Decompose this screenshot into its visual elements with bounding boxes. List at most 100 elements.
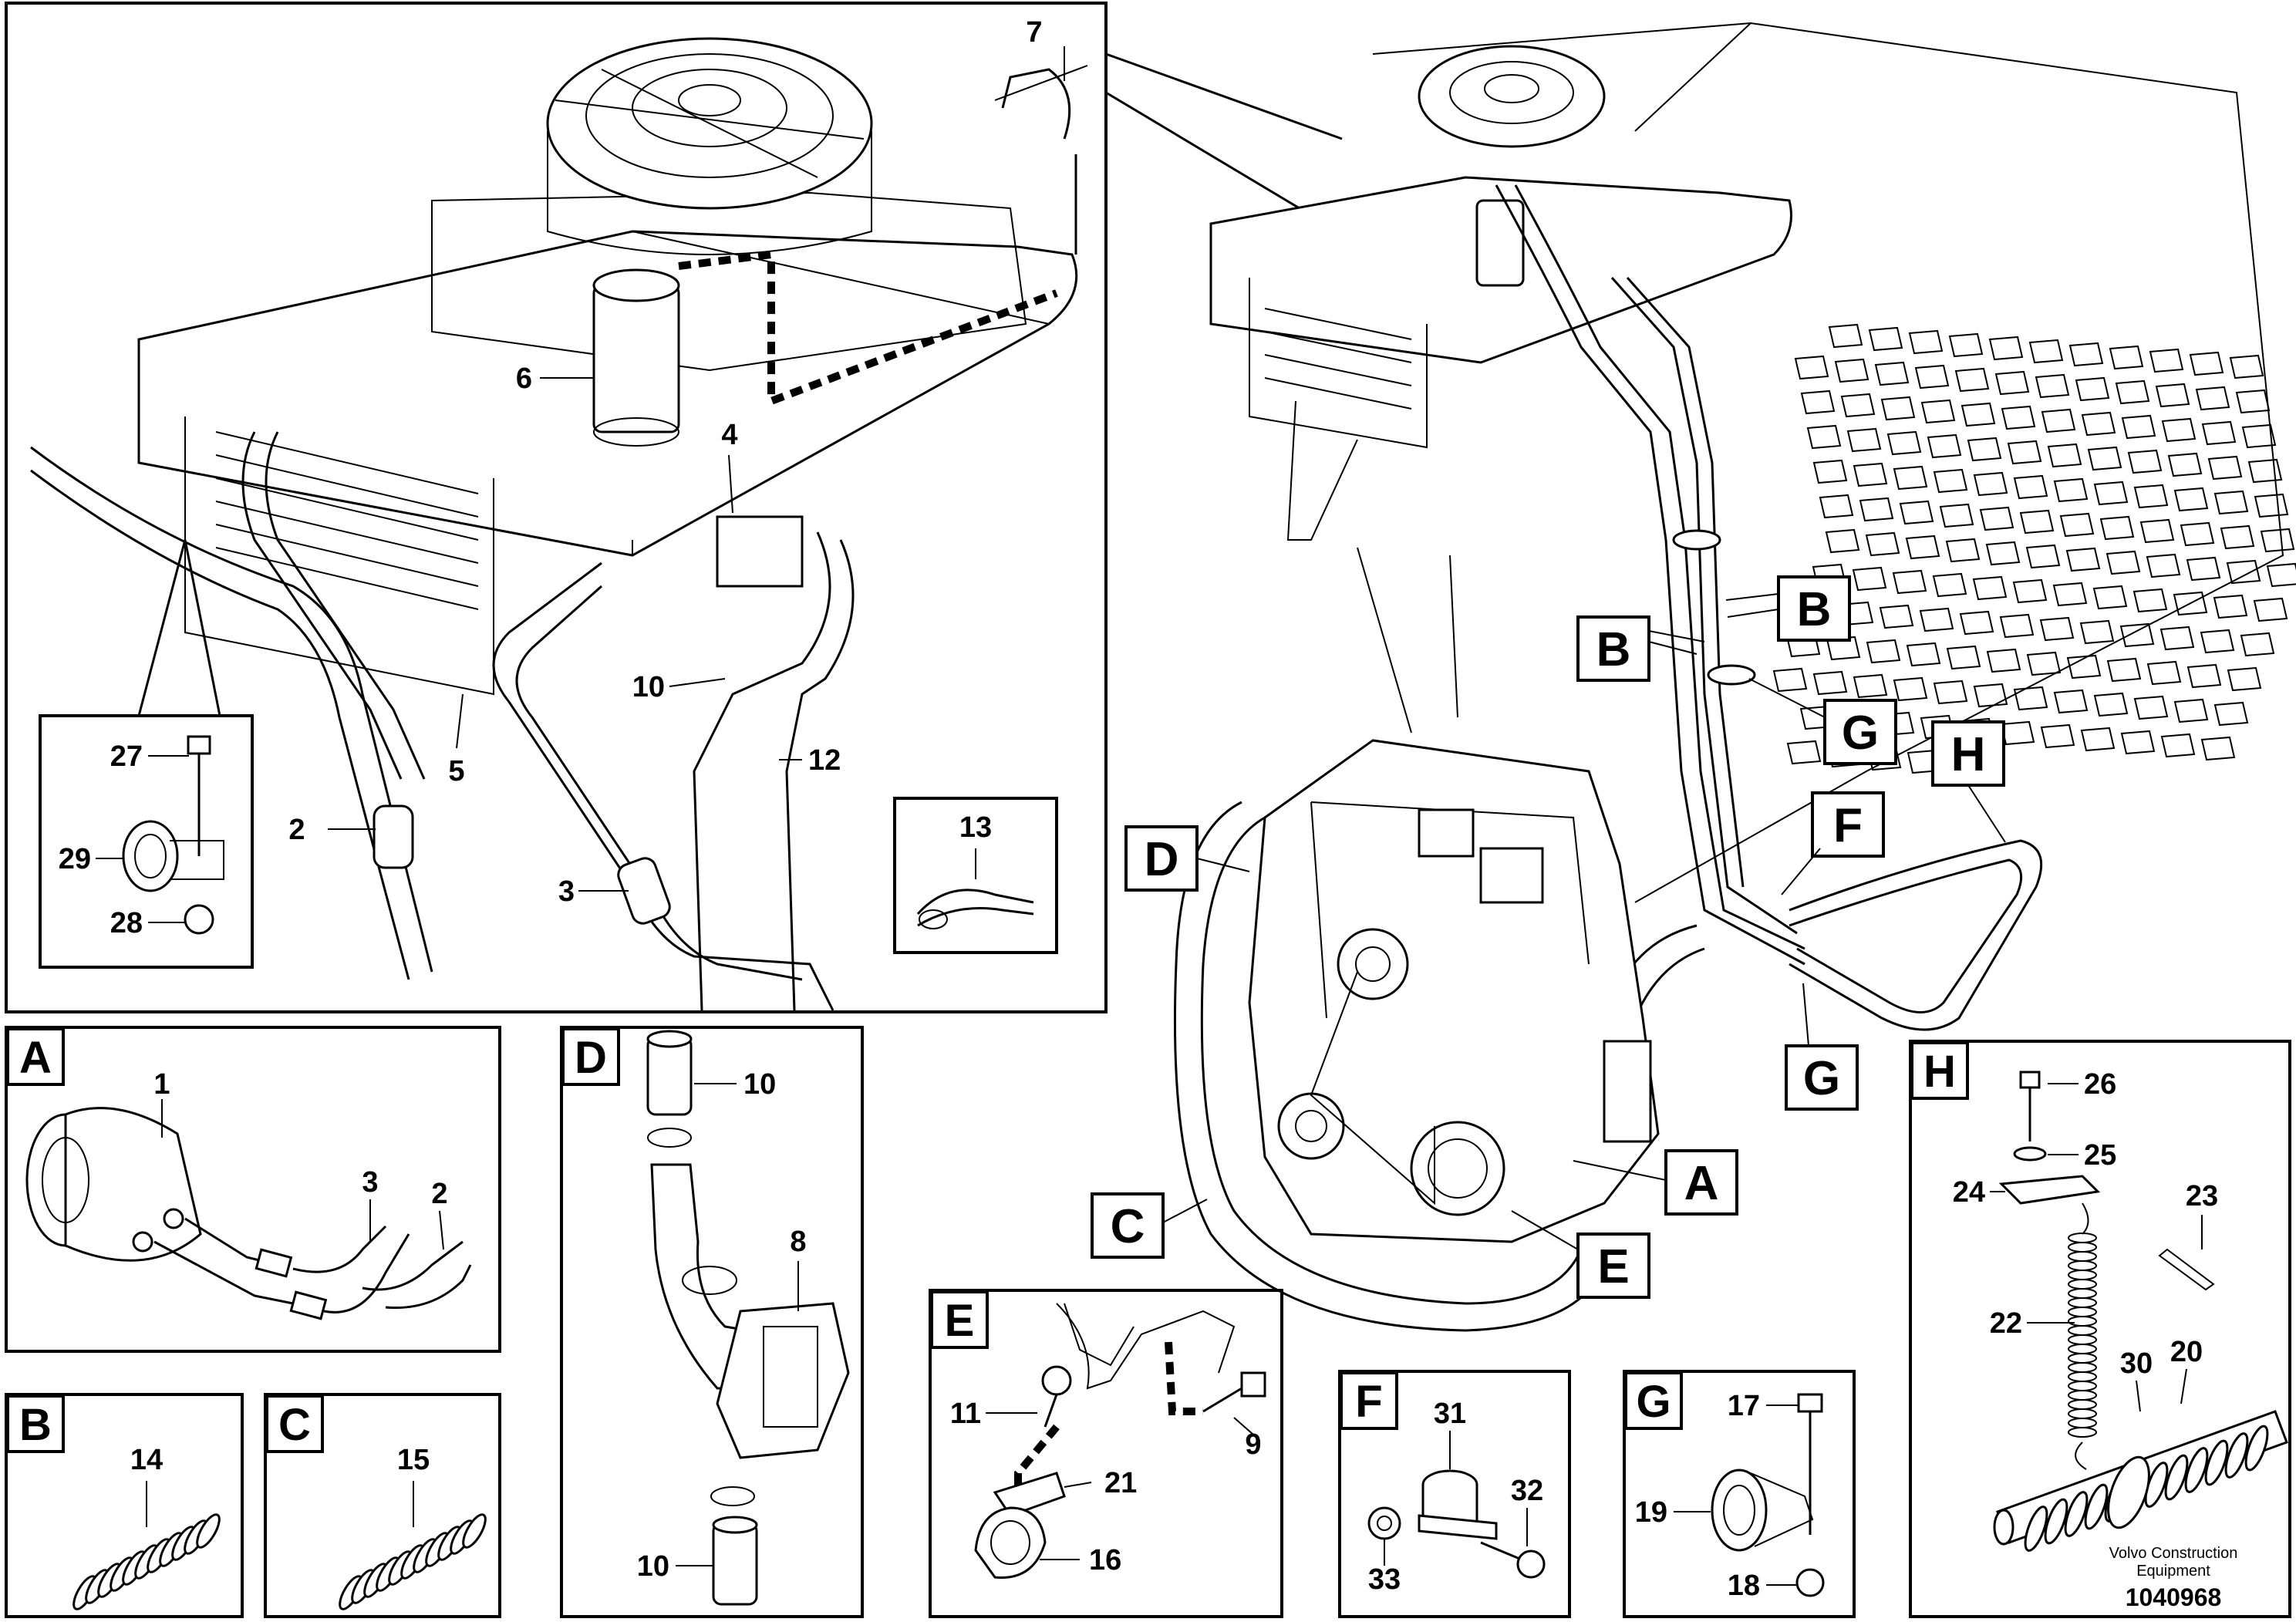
shaft-ridge: [2224, 1432, 2249, 1479]
grille-cell: [1914, 364, 1950, 389]
spring-coil: [2068, 1334, 2097, 1345]
callout-13: 13: [959, 811, 992, 844]
grille-cell: [2159, 626, 2195, 651]
grille-cell: [2186, 556, 2221, 582]
grille-cell: [2146, 660, 2182, 686]
spring-coil: [2068, 1408, 2097, 1419]
clamp-g-upper: [1707, 664, 1756, 686]
grille-cell: [2026, 651, 2062, 676]
grille-cell: [2180, 521, 2215, 547]
grille-cell: [1886, 430, 1922, 456]
grille-cell: [2149, 348, 2184, 373]
grille-cell: [1772, 667, 1808, 693]
grille-cell: [2253, 597, 2288, 622]
machine-overview: D B B G F H G A E: [1091, 22, 2296, 1332]
grille-cell: [1868, 326, 1903, 352]
clamp-inset: [39, 539, 254, 969]
grille-cell: [2247, 458, 2283, 484]
dashed-connector: [678, 250, 1058, 407]
grille-cell: [2059, 512, 2095, 538]
grille-cell: [2229, 354, 2264, 379]
document-number: 1040968: [2126, 1583, 2222, 1611]
overview-tag-c: C: [1111, 1200, 1145, 1253]
grille-cell: [1840, 393, 1876, 418]
spring-coil: [2068, 1353, 2097, 1364]
spring-coil: [2068, 1297, 2097, 1308]
grille-cell: [2132, 588, 2168, 613]
shaft-collar: [2107, 1455, 2150, 1529]
grille-cell: [1892, 569, 1927, 595]
grille-cell: [1948, 332, 1984, 358]
detail-h-callout-20: 20: [2170, 1336, 2203, 1368]
grille-cell: [2025, 544, 2061, 569]
grille-cell: [1899, 500, 1934, 525]
grille-cell: [2013, 474, 2048, 500]
grille-cell: [2207, 455, 2243, 481]
grille-cell: [2092, 585, 2128, 610]
grille-cell: [2201, 420, 2237, 446]
main-hoses: [30, 68, 1077, 1011]
detail-g-callout-17: 17: [1728, 1390, 1760, 1422]
spring-coil: [2068, 1260, 2097, 1271]
grille-cell: [2000, 720, 2035, 746]
grille-cell: [1908, 329, 1944, 355]
grille-cell: [1865, 531, 1900, 557]
grille-cell: [2173, 487, 2209, 512]
grille-cell: [1932, 572, 1967, 598]
grille-cell: [2047, 443, 2082, 468]
grille-cell: [2195, 386, 2230, 411]
spiral-coil: [462, 1513, 487, 1549]
overview-tag-f: F: [1833, 799, 1863, 852]
detail-a-callout-2: 2: [431, 1178, 447, 1210]
grille-cell: [1967, 437, 2002, 462]
grille-cell: [2254, 493, 2289, 518]
callout-7: 7: [1026, 16, 1042, 49]
detail-e-callout-11: 11: [950, 1398, 981, 1430]
callout-4: 4: [721, 419, 737, 451]
spring-coil: [2068, 1242, 2097, 1253]
detail-c-callout-15: 15: [397, 1444, 430, 1476]
grille-cell: [2173, 698, 2209, 723]
grille-cell: [2115, 379, 2150, 405]
fan-guard: [546, 37, 873, 255]
detail-b-callout-14: 14: [130, 1444, 163, 1476]
spring-coil: [2068, 1270, 2097, 1280]
grille-cell: [2013, 686, 2048, 711]
overview-tag-b-right: B: [1797, 583, 1832, 636]
grille-cell: [2121, 414, 2156, 440]
spring-coil: [2068, 1279, 2097, 1290]
spring-coil: [2068, 1344, 2097, 1354]
grille-cell: [1853, 462, 1888, 487]
grille-cell: [1999, 613, 2035, 639]
detail-f-tag: F: [1355, 1377, 1382, 1427]
expansion-valve: [716, 515, 804, 588]
grille-cell: [1927, 433, 1962, 459]
callout-2: 2: [288, 814, 305, 846]
shaft-ridge: [2024, 1506, 2048, 1552]
grille-cell: [2227, 666, 2262, 692]
grille-cell: [1880, 396, 1916, 421]
spring-hook: [2082, 1202, 2089, 1235]
grille-cell: [1973, 471, 2008, 497]
grille-cell: [1979, 506, 2014, 531]
grille-cell: [2109, 345, 2144, 370]
detail-e-callout-9: 9: [1245, 1428, 1261, 1461]
detail-h-callout-30: 30: [2120, 1347, 2153, 1380]
spring-coil: [2068, 1362, 2097, 1373]
spiral-coil: [196, 1513, 221, 1549]
grille-cell: [2106, 657, 2142, 683]
detail-c-tag: C: [278, 1400, 311, 1450]
grille-cell: [1905, 534, 1940, 560]
detail-h-tag: H: [1923, 1047, 1956, 1097]
callout-10: 10: [632, 671, 665, 703]
clamp-b: [1672, 529, 1721, 551]
overview-tag-a: A: [1684, 1157, 1719, 1210]
grille-cell: [1920, 399, 1956, 424]
detail-a-callout-1: 1: [153, 1068, 170, 1101]
grille-cell: [2160, 733, 2196, 758]
spring-coil: [2068, 1307, 2097, 1317]
detail-a: A 1 3 2: [5, 1026, 501, 1353]
grille-cell: [1834, 358, 1870, 383]
grille-cell: [2035, 373, 2070, 399]
